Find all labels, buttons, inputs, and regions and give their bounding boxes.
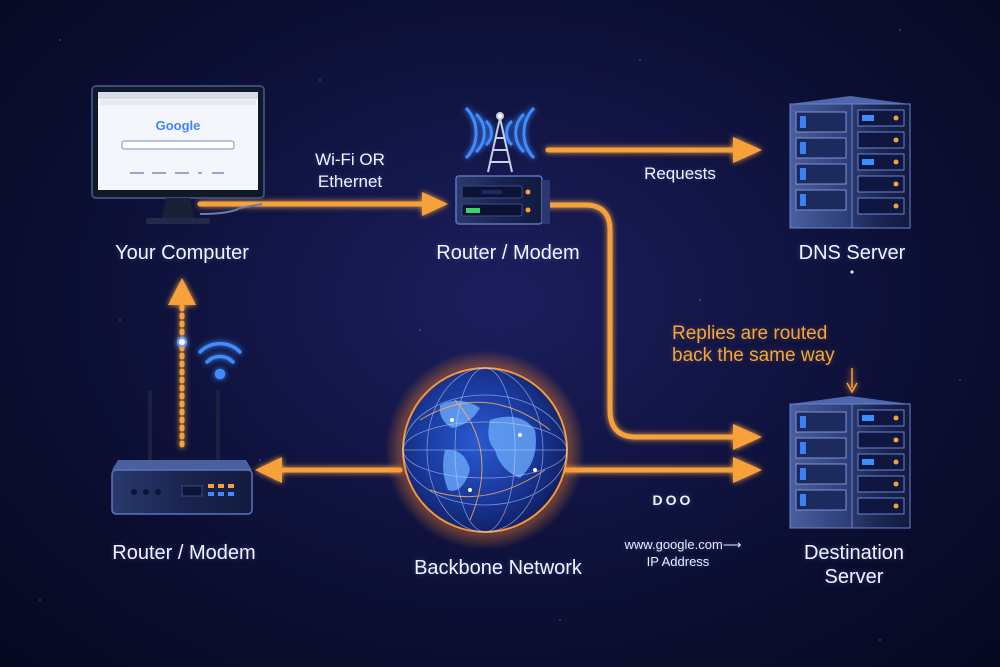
router-top-device [455,106,550,225]
label-ethernet: Ethernet [317,172,383,191]
label-requests: Requests [644,164,716,183]
label-destination-line2: Server [824,566,884,588]
signal-waves-icon [464,106,536,160]
antenna-icon [148,390,220,462]
router-bottom-device [111,341,253,515]
dns-dot-marker [850,270,854,274]
label-destination-line1: Destination [803,542,905,564]
label-your-computer: Your Computer [115,242,249,264]
search-input[interactable] [121,140,235,150]
arrowhead-router-to-destination [733,424,762,450]
label-router-top: Router / Modem [436,242,580,264]
screen-google-logo: Google [155,118,201,133]
label-dns-server: DNS Server [798,242,906,264]
dns-lookup-glyphs: DOO [652,492,694,508]
dns-lookup-ip: IP Address [646,554,710,569]
monitor-cable [199,203,263,215]
dns-server-rack [789,96,911,274]
dns-lookup-arrow: ⟶ [722,537,742,552]
arrowhead-backbone-to-destination [733,457,762,483]
backbone-globe-icon [385,350,585,550]
computer-monitor [91,85,265,224]
label-backbone-network: Backbone Network [414,557,582,579]
label-replies-line2: back the same way [672,345,835,366]
arrowhead-router-to-computer [168,278,196,305]
arrow-router-to-destination [542,202,743,440]
screen-footer-links [130,172,224,174]
arrowhead-backbone-to-router [255,457,282,483]
dns-lookup-domain-text: www.google.com [624,537,723,552]
label-wifi-or: Wi-Fi OR [315,150,385,169]
connection-arrows [168,137,858,483]
arrowhead-router-to-dns [733,137,762,163]
label-router-bottom: Router / Modem [112,542,256,564]
replies-pointer-arrowhead [846,382,858,394]
destination-server-rack [789,396,911,529]
dns-lookup-domain: www.google.com⟶ [608,537,758,553]
label-replies-line1: Replies are routed [672,323,828,344]
monitor-stand [162,198,194,218]
connection-node-dot [177,337,187,347]
background-stars [39,29,961,641]
antenna-tower-icon [487,112,513,173]
wifi-icon [198,341,242,380]
arrowhead-computer-to-router [422,192,448,216]
